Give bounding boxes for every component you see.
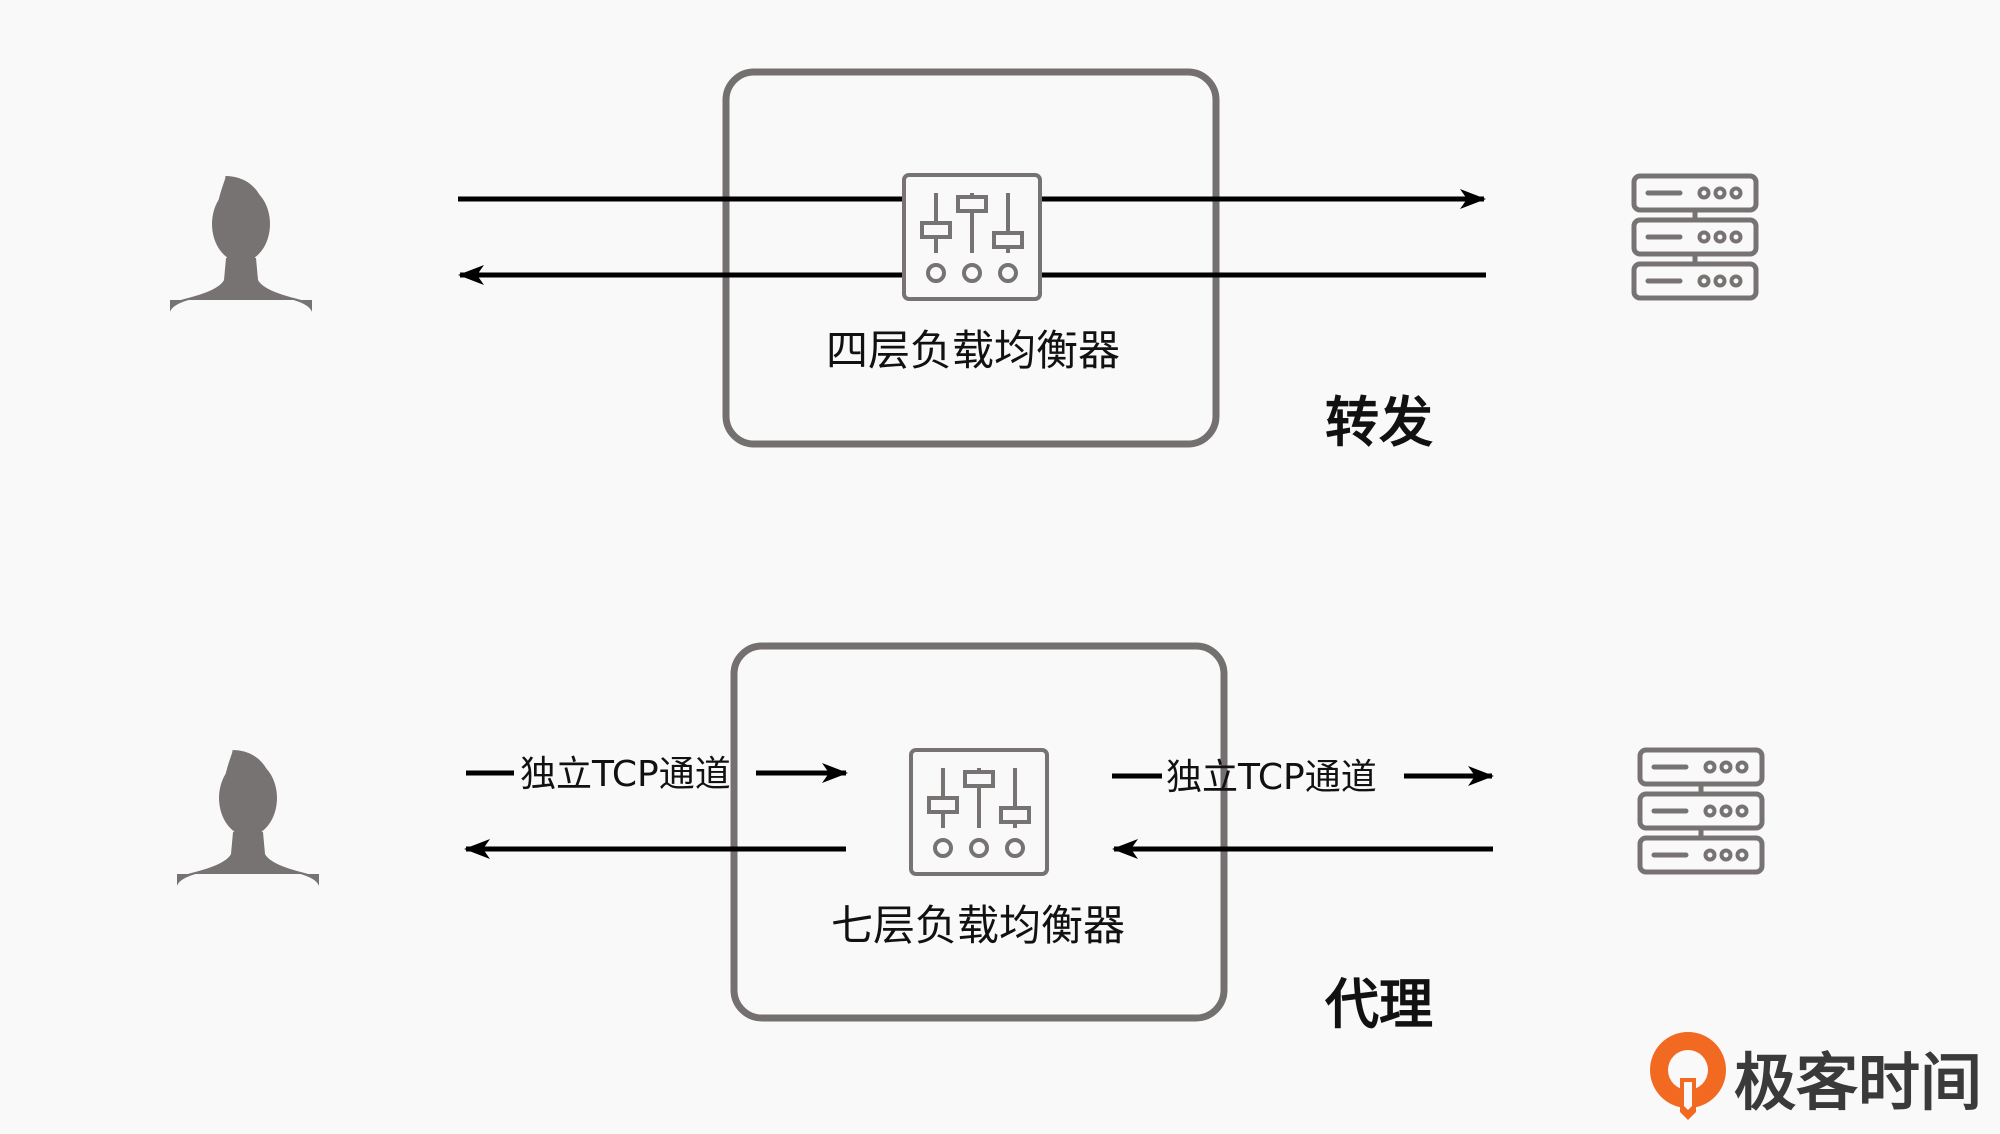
l7-balancer-box [730, 642, 1228, 1022]
client-icon [177, 750, 319, 886]
server-rack-icon [1640, 750, 1762, 872]
proxy-mode-label: 代理 [1324, 973, 1433, 1036]
bottom-section: 独立TCP通道 独立TCP通道 七层负载均衡器 代理 [177, 642, 1762, 1036]
forwarding-mode-label: 转发 [1325, 391, 1433, 454]
brand-logo: 极客时间 [1650, 1032, 1982, 1120]
top-section: 四层负载均衡器 转发 [170, 68, 1756, 454]
sliders-icon [902, 173, 1042, 301]
left-channel-label: 独立TCP通道 [520, 754, 731, 795]
right-channel-label: 独立TCP通道 [1166, 757, 1377, 798]
l4-balancer-label: 四层负载均衡器 [826, 326, 1120, 375]
l7-balancer-label: 七层负载均衡器 [831, 901, 1125, 950]
brand-mark-icon [1650, 1032, 1726, 1120]
server-rack-icon [1634, 176, 1756, 298]
client-icon [170, 176, 312, 312]
l4-balancer-box [722, 68, 1220, 448]
brand-name: 极客时间 [1734, 1046, 1982, 1119]
sliders-icon [909, 748, 1049, 876]
